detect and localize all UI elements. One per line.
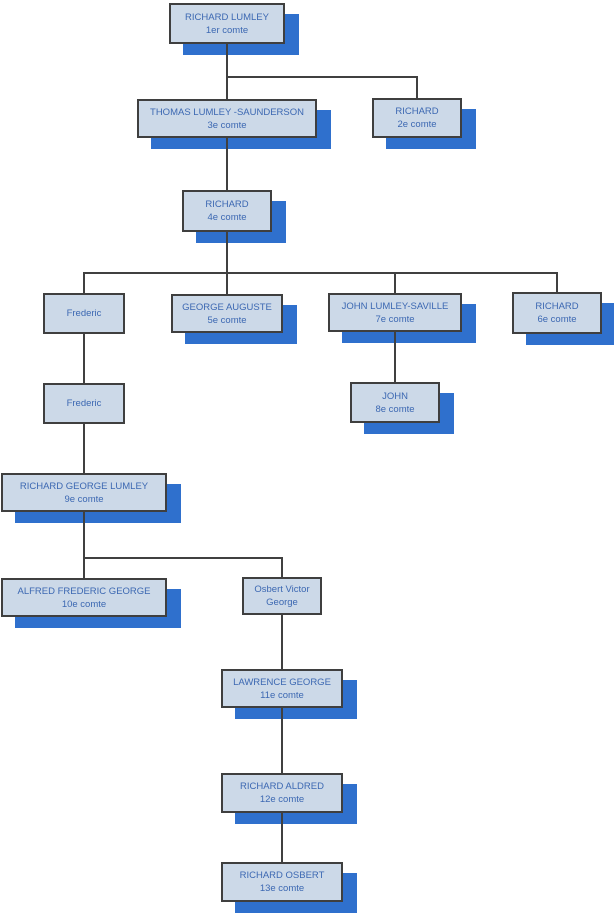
org-node-osbert[interactable]: Osbert Victor George: [242, 577, 322, 615]
connector-line: [556, 273, 558, 292]
connector-line: [226, 138, 228, 190]
node-subtitle: 9e comte: [64, 493, 104, 505]
connector-line: [83, 334, 85, 383]
org-node-comte-12[interactable]: RICHARD ALDRED 12e comte: [221, 773, 343, 813]
node-name: GEORGE AUGUSTE: [182, 301, 272, 313]
org-node-comte-4[interactable]: RICHARD 4e comte: [182, 190, 272, 232]
connector-line: [226, 44, 228, 99]
connector-line: [83, 273, 85, 293]
connector-line: [281, 558, 283, 577]
node-name: LAWRENCE GEORGE: [233, 676, 331, 688]
node-name: ALFRED FREDERIC GEORGE: [17, 585, 151, 597]
node-name: JOHN LUMLEY-SAVILLE: [341, 300, 449, 312]
connector-line: [83, 557, 283, 559]
node-subtitle: 6e comte: [537, 314, 577, 325]
org-node-comte-6[interactable]: RICHARD 6e comte: [512, 292, 602, 334]
node-name: RICHARD: [395, 106, 439, 117]
connector-line: [281, 615, 283, 669]
node-subtitle: 8e comte: [375, 403, 415, 415]
connector-line: [226, 273, 228, 294]
node-name: RICHARD GEORGE LUMLEY: [19, 480, 149, 492]
node-name: RICHARD: [535, 301, 579, 312]
node-name: JOHN: [382, 390, 408, 402]
node-subtitle: 7e comte: [375, 313, 415, 325]
connector-line: [226, 76, 418, 78]
org-node-frederic-1[interactable]: Frederic: [43, 293, 125, 334]
connector-line: [394, 332, 396, 382]
node-subtitle: 4e comte: [207, 212, 247, 223]
org-node-frederic-2[interactable]: Frederic: [43, 383, 125, 424]
connector-line: [83, 558, 85, 578]
connector-line: [394, 273, 396, 293]
node-subtitle: 1er comte: [205, 24, 249, 36]
node-subtitle: 3e comte: [207, 119, 247, 131]
node-subtitle: 13e comte: [259, 883, 305, 894]
connector-line: [83, 272, 558, 274]
connector-line: [416, 77, 418, 98]
node-name: THOMAS LUMLEY -SAUNDERSON: [150, 106, 304, 118]
node-name: RICHARD ALDRED: [240, 781, 324, 792]
node-subtitle: 5e comte: [207, 314, 247, 326]
node-name: RICHARD: [205, 199, 249, 210]
org-node-comte-2[interactable]: RICHARD 2e comte: [372, 98, 462, 138]
node-subtitle: 10e comte: [61, 598, 107, 610]
node-name: RICHARD LUMLEY: [185, 11, 269, 23]
connector-line: [281, 708, 283, 773]
node-name: Osbert Victor George: [254, 584, 310, 608]
connector-line: [226, 232, 228, 273]
node-subtitle: 12e comte: [259, 794, 305, 805]
connector-line: [83, 424, 85, 473]
connector-line: [281, 813, 283, 862]
node-subtitle: 11e comte: [260, 689, 304, 701]
node-name: Frederic: [66, 308, 102, 319]
connector-line: [83, 512, 85, 558]
node-name: Frederic: [66, 398, 102, 409]
org-node-comte-13[interactable]: RICHARD OSBERT 13e comte: [221, 862, 343, 902]
node-subtitle: 2e comte: [397, 119, 437, 130]
node-name: RICHARD OSBERT: [239, 870, 325, 881]
